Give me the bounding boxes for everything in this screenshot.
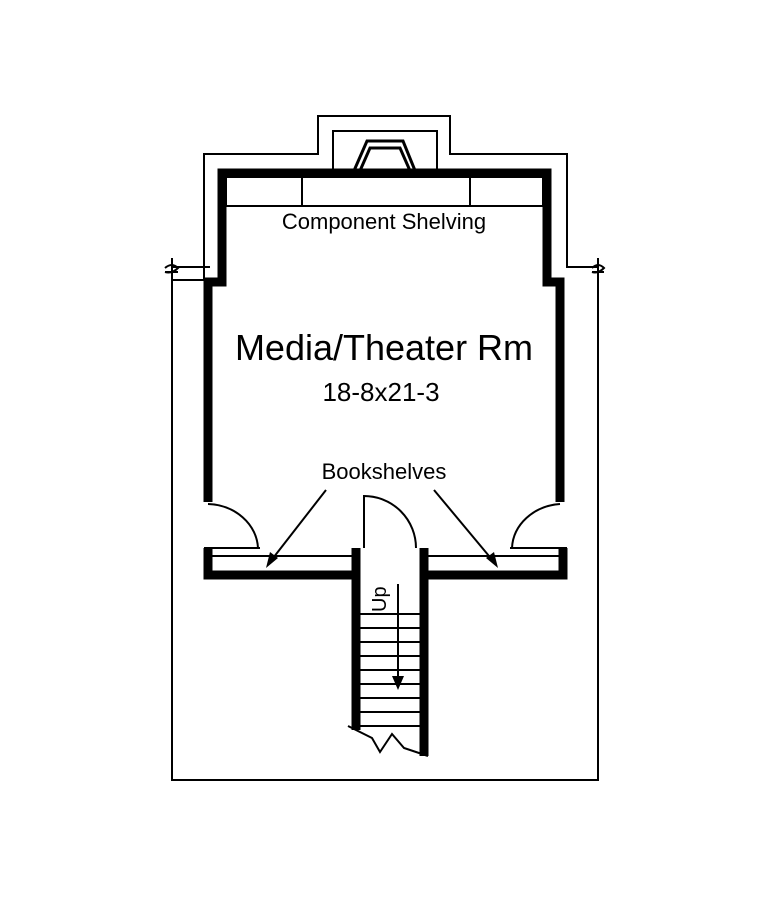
outer-wall-line [172,115,598,281]
bookshelves-label: Bookshelves [322,459,447,484]
room-dimensions-label: 18-8x21-3 [322,377,439,407]
bookshelves-arrowhead-right [486,552,498,568]
stair-treads [360,613,420,727]
exterior-outline [171,258,599,781]
component-shelving [225,176,544,207]
door-swing-center [363,494,417,549]
door-swing-right [511,503,561,549]
bookshelves-arrowhead-left [266,552,278,568]
media-niche [332,130,438,174]
bottom-wall-left [203,548,361,580]
room-name-label: Media/Theater Rm [235,327,533,368]
break-mark-right [591,264,606,274]
stairs-up-label: Up [369,586,391,612]
bookshelves-arrow-right [433,489,495,563]
door-swing-left [207,503,259,549]
stair-break-line [347,725,429,757]
fireplace-icon [351,139,418,174]
component-shelving-label: Component Shelving [282,209,486,234]
stair-arrow-head [392,676,404,690]
bookshelves-arrow-left [269,489,327,563]
